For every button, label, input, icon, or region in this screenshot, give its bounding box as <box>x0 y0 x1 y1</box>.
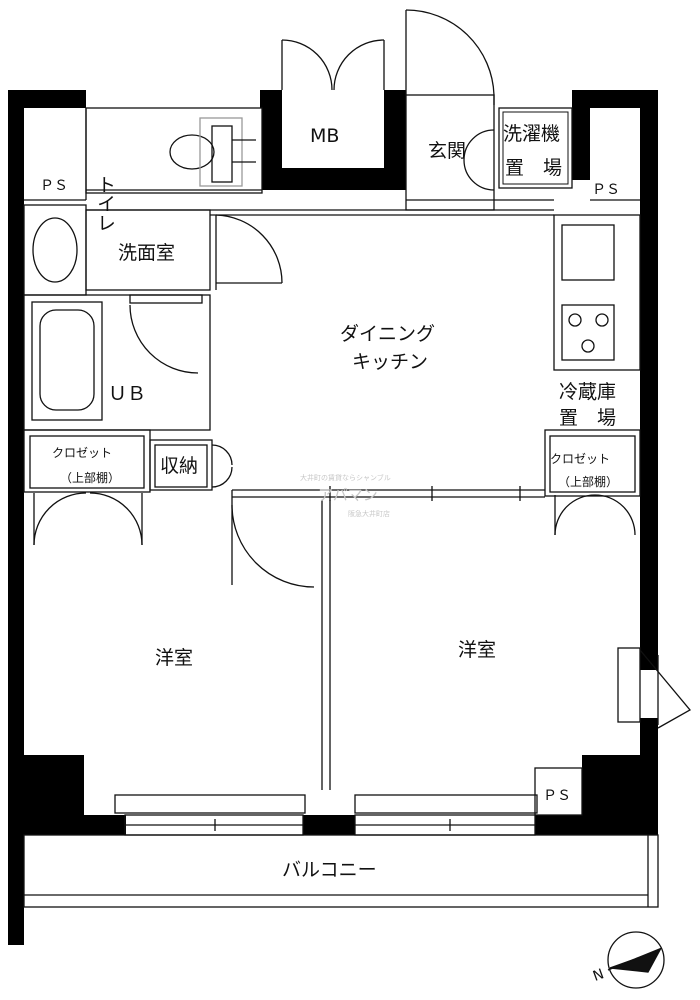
ps-label-top-left: ＰＳ <box>40 178 68 194</box>
closet-left-label-line1: クロゼット <box>52 446 112 460</box>
toilet-icon <box>169 117 256 187</box>
closet-left-label-line2: （上部棚） <box>60 470 120 485</box>
toilet-label: トイレ <box>94 175 116 232</box>
yoshitsu-left-label: 洋室 <box>155 647 193 669</box>
compass-icon <box>607 931 665 989</box>
closet-right-label-line2: （上部棚） <box>558 474 618 489</box>
shuno-label: 収納 <box>160 455 198 477</box>
mb-label: MB <box>310 125 339 147</box>
senmen-label: 洗面室 <box>118 242 175 264</box>
shuno-storage <box>149 439 213 491</box>
dining-label-line2: キッチン <box>352 351 428 373</box>
ps-label-top-right: ＰＳ <box>592 182 620 198</box>
balcony <box>23 834 659 908</box>
fridge-label-line1: 冷蔵庫 <box>559 381 616 403</box>
bathtub-icon <box>39 309 95 411</box>
closet-right <box>544 429 641 497</box>
closet-right-label-line1: クロゼット <box>550 452 610 466</box>
ps-label-bottom: ＰＳ <box>543 788 571 804</box>
ub-label: ＵＢ <box>108 383 146 405</box>
stove-icon <box>561 304 615 361</box>
watermark-line2: アパマン <box>318 486 378 504</box>
genkan-label: 玄関 <box>428 140 466 162</box>
yoshitsu-right-label: 洋室 <box>458 639 496 661</box>
washbasin-icon <box>32 217 78 283</box>
mb-doors <box>281 39 385 91</box>
compass-north-label: N <box>591 966 606 985</box>
sink-icon <box>561 224 615 281</box>
laundry-label-line2: 置 場 <box>505 157 562 179</box>
laundry-label-line1: 洗濯機 <box>503 123 560 145</box>
balcony-label: バルコニー <box>282 859 377 881</box>
kitchen-counter <box>553 214 641 371</box>
fridge-label-line2: 置 場 <box>559 407 616 429</box>
watermark-line3: 阪急大井町店 <box>348 509 390 518</box>
watermark-line1: 大井町の賃貸ならシャンブル <box>300 473 391 482</box>
laundry-area <box>498 107 573 189</box>
toilet-room <box>85 107 263 194</box>
structural-walls <box>8 90 658 945</box>
dining-label-line1: ダイニング <box>340 323 435 345</box>
